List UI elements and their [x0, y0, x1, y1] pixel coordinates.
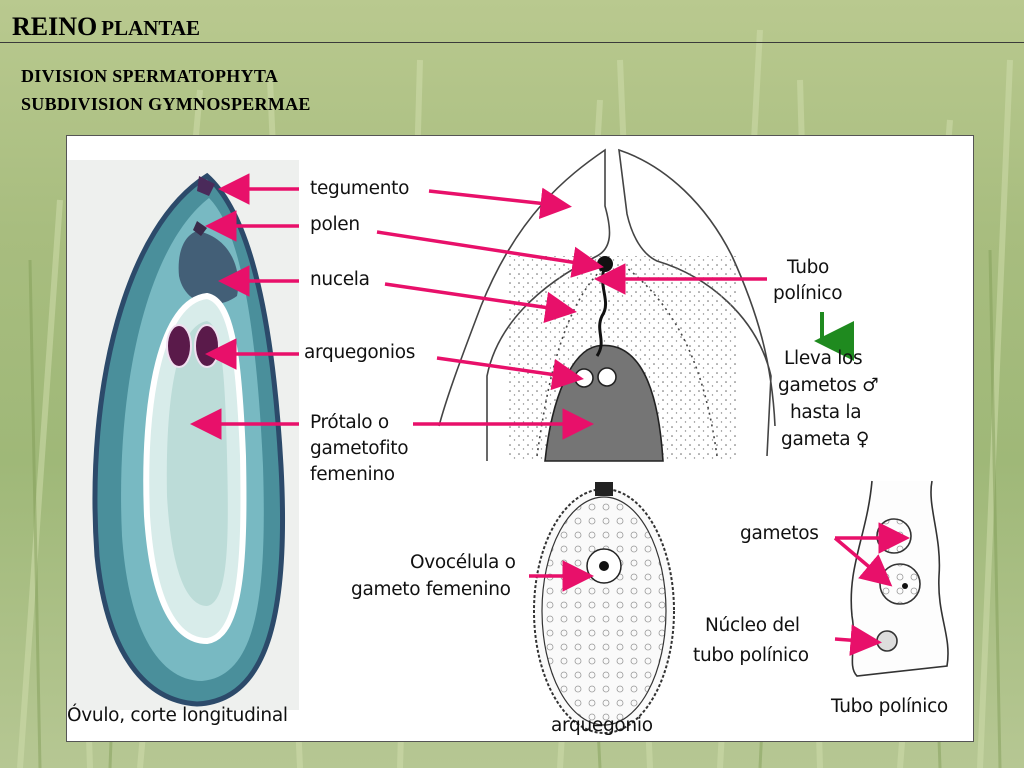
division-heading: DIVISION SPERMATOPHYTA: [21, 66, 279, 86]
label-nucela: nucela: [310, 269, 370, 290]
label-lleva-line3: hasta la: [790, 402, 862, 423]
label-nucleo-line1: Núcleo del: [705, 615, 800, 636]
caption-ovulo: Óvulo, corte longitudinal: [67, 705, 288, 726]
label-ovocelula-line1: Ovocélula o: [410, 552, 516, 573]
label-tegumento: tegumento: [310, 178, 410, 199]
label-protalo-line3: femenino: [310, 464, 395, 485]
label-arrows: [190, 173, 910, 656]
caption-tubo-polinico: Tubo polínico: [831, 696, 948, 717]
archegonium-sketch: [533, 482, 675, 734]
diagram-panel: tegumento polen nucela arquegonios Próta…: [66, 135, 974, 742]
label-tubo-line2: polínico: [773, 283, 843, 304]
label-lleva-line4: gameta ♀: [781, 429, 870, 450]
label-arquegonios: arquegonios: [304, 342, 416, 363]
label-lleva-line2: gametos ♂: [778, 375, 879, 396]
label-tubo-line1: Tubo: [787, 257, 830, 278]
label-lleva-line1: Lleva los: [784, 348, 863, 369]
title-main: REINO: [12, 12, 98, 41]
pollen-tube-sketch: [850, 480, 949, 677]
page-title: REINO PLANTAE: [12, 12, 200, 42]
title-divider: [0, 42, 1024, 43]
ovule-micrograph: [67, 160, 299, 710]
caption-arquegonio: arquegonio: [551, 715, 653, 736]
subdivision-heading: SUBDIVISION GYMNOSPERMAE: [21, 94, 311, 114]
label-polen: polen: [310, 214, 360, 235]
label-protalo-line1: Prótalo o: [310, 412, 389, 433]
label-protalo-line2: gametofito: [310, 438, 409, 459]
diagram-drawing: [67, 148, 949, 734]
label-nucleo-line2: tubo polínico: [693, 645, 809, 666]
title-sub: PLANTAE: [101, 16, 201, 40]
label-gametos: gametos: [740, 523, 819, 544]
label-ovocelula-line2: gameto femenino: [351, 579, 511, 600]
